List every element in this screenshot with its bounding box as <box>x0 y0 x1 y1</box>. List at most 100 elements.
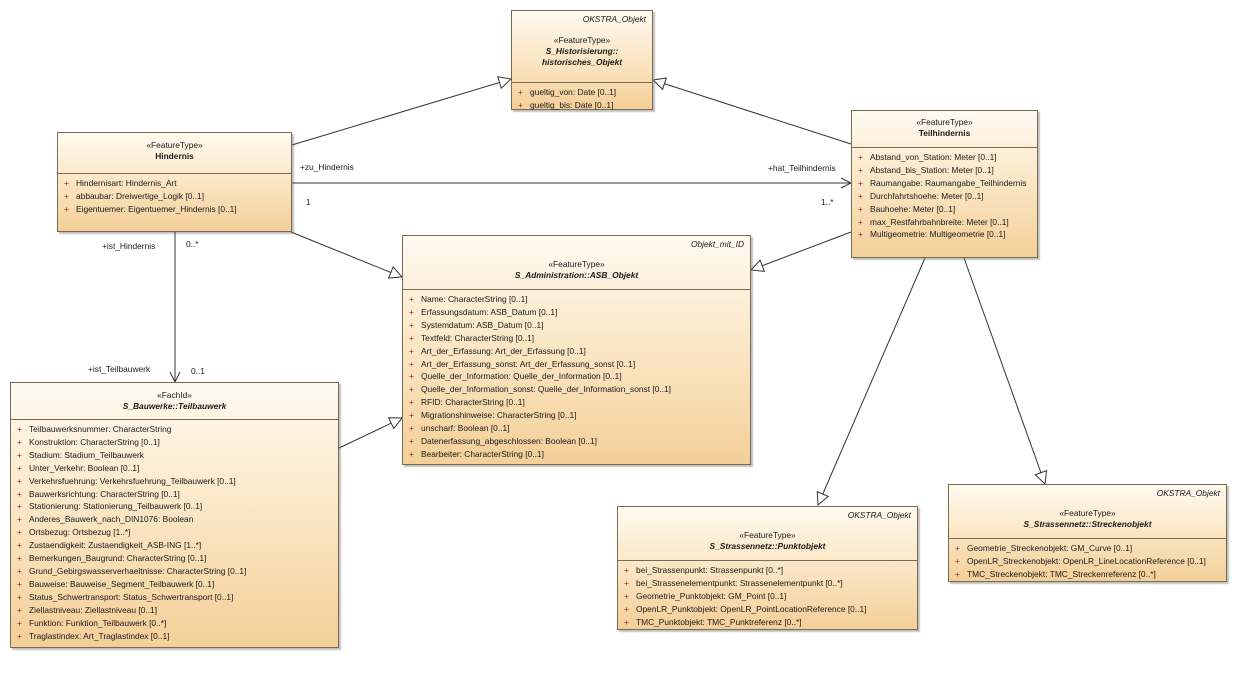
generalization-hindernis-asb[interactable] <box>290 231 402 277</box>
attribute-row: +gueltig_bis: Date [0..1] <box>512 99 652 112</box>
class-name: S_Bauwerke::Teilbauwerk <box>122 401 227 411</box>
class-asb-objekt[interactable]: Objekt_mit_ID «FeatureType» S_Administra… <box>402 235 751 465</box>
attribute-text: Name: CharacterString [0..1] <box>421 294 528 304</box>
visibility-marker: + <box>624 603 629 614</box>
attribute-text: Geometrie_Streckenobjekt: GM_Curve [0..1… <box>967 543 1133 553</box>
class-name: S_Strassennetz::Streckenobjekt <box>1023 519 1152 529</box>
visibility-marker: + <box>17 424 22 434</box>
attribute-text: Bearbeiter: CharacterString [0..1] <box>421 448 544 459</box>
visibility-marker: + <box>64 203 69 214</box>
multiplicity-hindernis-end: 1 <box>306 197 311 207</box>
attribute-text: Bauwerksrichtung: CharacterString [0..1] <box>29 488 180 499</box>
visibility-marker: + <box>17 578 22 589</box>
attribute-text: unscharf: Boolean [0..1] <box>421 423 510 434</box>
attribute-row: +Abstand_bis_Station: Meter [0..1] <box>852 164 1037 177</box>
attribute-row: + Quelle_der_Information: Quelle_der_Info… <box>403 370 750 383</box>
attribute-text: Quelle_der_Information: Quelle_der_Infor… <box>421 371 622 382</box>
attribute-row: + Bearbeiter: CharacterString [0..1] <box>403 448 750 461</box>
visibility-marker: + <box>858 177 863 188</box>
generalization-teilhindernis-historisches[interactable] <box>653 80 852 145</box>
visibility-marker: + <box>409 358 414 369</box>
attribute-text: Geometrie_Punktobjekt: GM_Point [0..1] <box>636 590 787 601</box>
attribute-row: + Art_der_Erfassung_sonst: Art_der_Erfass… <box>403 358 750 371</box>
generalization-teilhindernis-punktobjekt[interactable] <box>818 257 926 505</box>
visibility-marker: + <box>17 501 22 512</box>
visibility-marker: + <box>409 410 414 421</box>
namespace-label: OKSTRA_Objekt <box>847 510 911 520</box>
attribute-text: Abstand_von_Station: Meter [0..1] <box>870 152 997 162</box>
attribute-text: gueltig_von: Date [0..1] <box>530 87 617 97</box>
attribute-row: +Raumangabe: Raumangabe_Teilhindernis <box>852 177 1037 190</box>
visibility-marker: + <box>409 448 414 459</box>
attribute-row: +Migrationshinweise: CharacterString [0.… <box>403 409 750 422</box>
attribute-row: +Multigeometrie: Multigeometrie [0..1] <box>852 228 1037 241</box>
attribute-text: Anderes_Bauwerk_nach_DIN1076: Boolean <box>29 514 194 525</box>
class-punktobjekt[interactable]: OKSTRA_Objekt «FeatureType» S_Strassenne… <box>617 506 918 630</box>
class-hindernis[interactable]: «FeatureType» Hindernis +Hindernisart: H… <box>57 132 292 232</box>
attribute-text: gueltig_bis: Date [0..1] <box>530 99 614 110</box>
visibility-marker: + <box>64 178 69 188</box>
visibility-marker: + <box>17 617 22 628</box>
attribute-text: RFID: CharacterString [0..1] <box>421 397 525 408</box>
attribute-row: +Verkehrsfuehrung: Verkehrsfuehrung_Teil… <box>11 475 338 488</box>
attribute-text: Funktion: Funktion_Teilbauwerk [0..*] <box>29 617 167 628</box>
attribute-text: Hindernisart: Hindernis_Art <box>76 178 177 188</box>
attribute-row: +Eigentuemer: Eigentuemer_Hindernis [0..… <box>58 203 291 216</box>
class-streckenobjekt[interactable]: OKSTRA_Objekt «FeatureType» S_Strassenne… <box>948 484 1227 582</box>
stereotype-label: «FeatureType» <box>916 117 973 127</box>
stereotype-label: «FeatureType» <box>146 140 203 150</box>
attribute-text: Bemerkungen_Baugrund: CharacterString [0… <box>29 553 207 564</box>
multiplicity-teilhindernis-end: 1..* <box>821 197 834 207</box>
role-ist-hindernis: +ist_Hindernis <box>102 241 156 251</box>
attribute-text: Bauhoehe: Meter [0..1] <box>870 203 956 214</box>
attribute-text: Systemdatum: ASB_Datum [0..1] <box>421 319 544 330</box>
visibility-marker: + <box>858 164 863 175</box>
role-ist-teilbauwerk: +ist_Teilbauwerk <box>88 364 151 374</box>
attribute-row: +Ortsbezug: Ortsbezug [1..*] <box>11 526 338 539</box>
visibility-marker: + <box>17 591 22 602</box>
attribute-list: +bei_Strassenpunkt: Strassenpunkt [0..*]… <box>618 561 917 629</box>
attribute-text: Ortsbezug: Ortsbezug [1..*] <box>29 527 131 538</box>
visibility-marker: + <box>17 462 22 473</box>
attribute-list: + Geometrie_Streckenobjekt: GM_Curve [0..… <box>949 539 1226 581</box>
attribute-row: +abbaubar: Dreiwertige_Logik [0..1] <box>58 190 291 203</box>
attribute-text: Erfassungsdatum: ASB_Datum [0..1] <box>421 306 558 317</box>
attribute-row: +Bauwerksrichtung: CharacterString [0..1… <box>11 488 338 501</box>
visibility-marker: + <box>409 306 414 317</box>
attribute-list: + Name: CharacterString [0..1] + Erfassungs… <box>403 290 750 461</box>
visibility-marker: + <box>518 87 523 97</box>
visibility-marker: + <box>409 294 414 304</box>
class-historisches-objekt[interactable]: OKSTRA_Objekt «FeatureType» S_Historisie… <box>511 10 653 110</box>
visibility-marker: + <box>624 577 629 588</box>
attribute-row: +Geometrie_Streckenobjekt: GM_Curve [0..… <box>949 542 1226 555</box>
generalization-hindernis-historisches[interactable] <box>291 79 511 146</box>
generalization-teilhindernis-streckenobjekt[interactable] <box>963 257 1045 484</box>
class-name: Teilhindernis <box>918 128 971 138</box>
attribute-text: max_Restfahrbahnbreite: Meter [0..1] <box>870 216 1009 227</box>
visibility-marker: + <box>17 553 22 564</box>
attribute-text: Traglastindex: Art_Traglastindex [0..1] <box>29 630 170 641</box>
visibility-marker: + <box>17 436 22 447</box>
stereotype-label: «FeatureType» <box>739 530 796 540</box>
attribute-row: +Bauweise: Bauweise_Segment_Teilbauwerk … <box>11 578 338 591</box>
class-teilbauwerk[interactable]: «FachId» S_Bauwerke::Teilbauwerk +Teilba… <box>10 382 339 648</box>
attribute-text: Art_der_Erfassung_sonst: Art_der_Erfassu… <box>421 358 636 369</box>
attribute-text: Ziellastniveau: Ziellastniveau [0..1] <box>29 604 158 615</box>
generalization-teilhindernis-asb[interactable] <box>751 231 852 270</box>
stereotype-label: «FeatureType» <box>553 35 611 45</box>
attribute-row: + Name: CharacterString [0..1] <box>403 293 750 306</box>
stereotype-label: «FeatureType» <box>1059 508 1116 518</box>
attribute-row: +RFID: CharacterString [0..1] <box>403 396 750 409</box>
attribute-text: Verkehrsfuehrung: Verkehrsfuehrung_Teilb… <box>29 475 236 486</box>
attribute-row: +Systemdatum: ASB_Datum [0..1] <box>403 319 750 332</box>
attribute-list: + Abstand_von_Station: Meter [0..1] +Absta… <box>852 148 1037 241</box>
class-teilhindernis[interactable]: «FeatureType» Teilhindernis + Abstand_von… <box>851 110 1038 258</box>
visibility-marker: + <box>409 423 414 434</box>
visibility-marker: + <box>409 371 414 382</box>
attribute-row: +Durchfahrtshoehe: Meter [0..1] <box>852 190 1037 203</box>
visibility-marker: + <box>409 345 414 356</box>
attribute-row: +Unter_Verkehr: Boolean [0..1] <box>11 462 338 475</box>
generalization-teilbauwerk-asb[interactable] <box>338 418 402 449</box>
visibility-marker: + <box>955 568 960 579</box>
